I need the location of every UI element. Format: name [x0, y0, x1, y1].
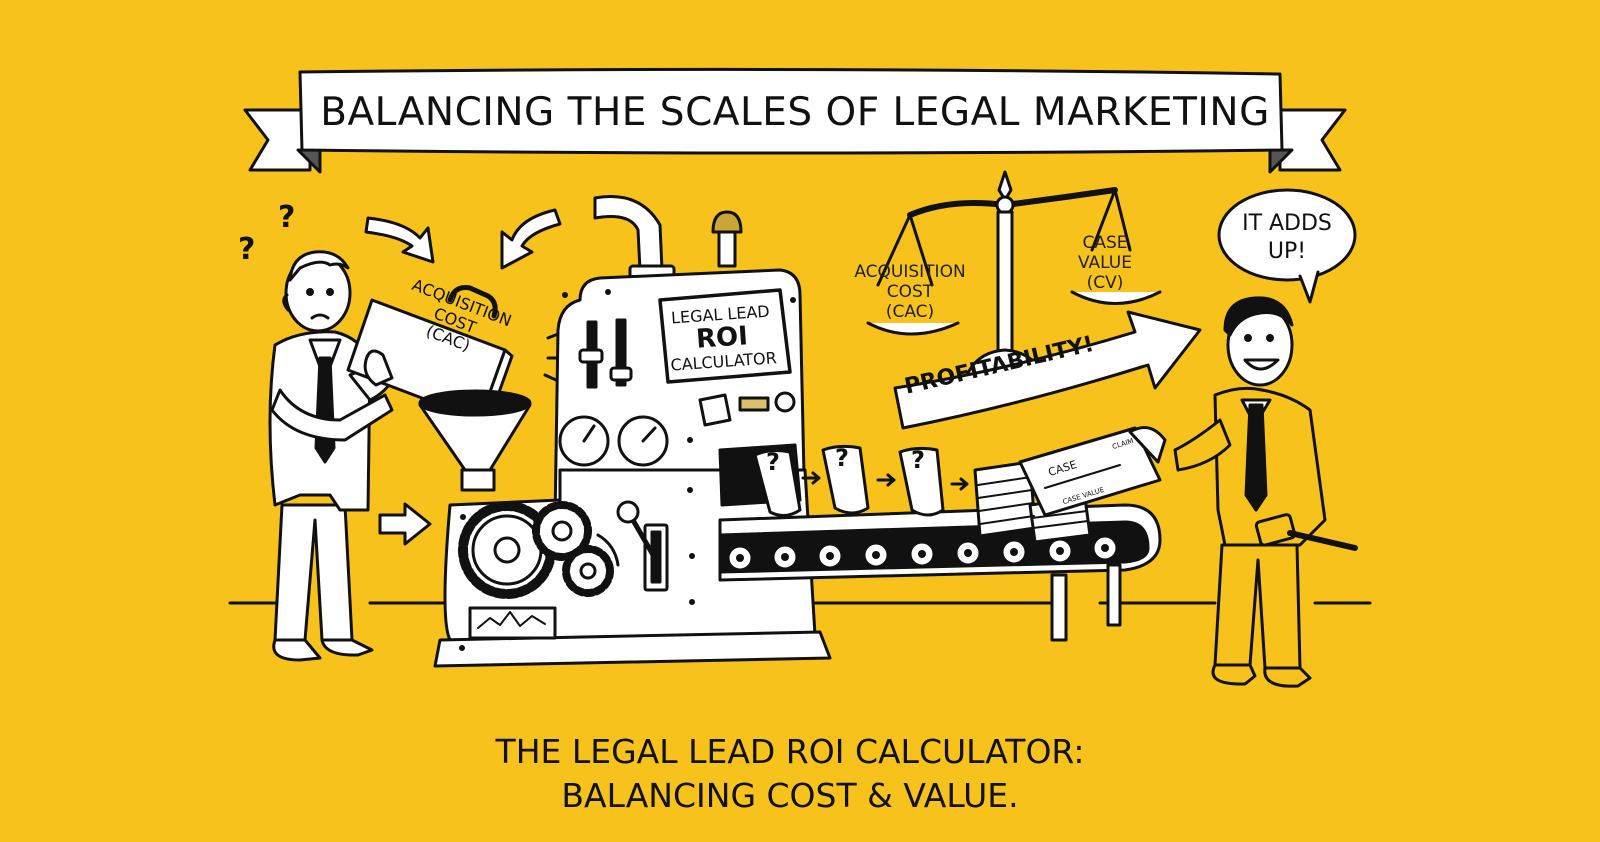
scale-right-pan-label: CASE VALUE (CV) — [1078, 233, 1132, 293]
arrow-icon — [500, 208, 562, 270]
question-mark-icon: ? — [238, 232, 256, 267]
speech-bubble-text: IT ADDS UP! — [1242, 211, 1332, 264]
speech-bubble — [1217, 188, 1357, 304]
lead-scrolls — [753, 444, 969, 517]
confused-lawyer — [268, 250, 402, 662]
scroll-question-icon: ? — [835, 444, 849, 472]
arrow-icon — [364, 216, 435, 264]
question-mark-icon: ? — [278, 200, 296, 235]
check-document — [1018, 426, 1162, 517]
banner-title: BALANCING THE SCALES OF LEGAL MARKETING — [320, 89, 1270, 135]
happy-lawyer — [1173, 296, 1358, 688]
money-and-check — [973, 426, 1167, 544]
scales-of-justice — [866, 170, 1162, 382]
caption: THE LEGAL LEAD ROI CALCULATOR: BALANCING… — [495, 732, 1085, 815]
machine-panel-label: LEGAL LEAD ROI CALCULATOR — [669, 301, 778, 375]
flow-arrow-icon — [801, 471, 969, 491]
arrow-icon — [378, 502, 432, 546]
scroll-question-icon: ? — [766, 448, 780, 476]
input-arrows — [364, 208, 562, 546]
scroll-question-icon: ? — [911, 446, 925, 474]
conveyor-belt — [718, 503, 1162, 642]
scale-left-pan-label: ACQUISITION COST (CAC) — [854, 262, 966, 322]
title-banner — [243, 67, 1347, 174]
roi-calculator-machine — [418, 195, 832, 668]
profitability-arrow — [893, 310, 1202, 430]
